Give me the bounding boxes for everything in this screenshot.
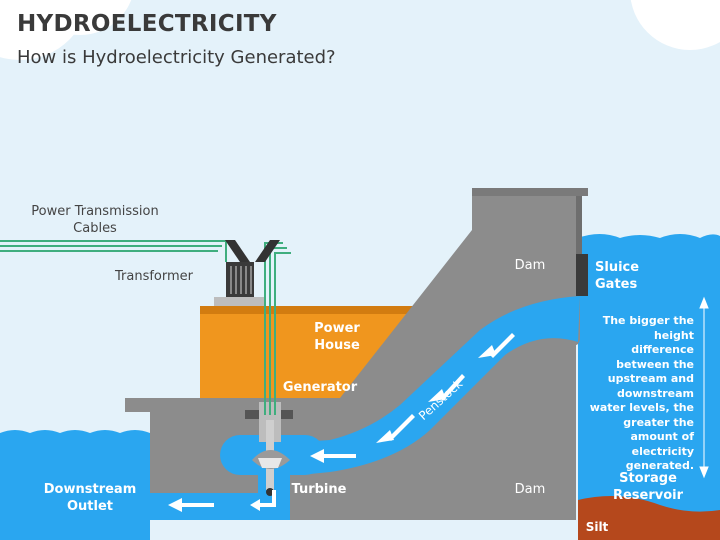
storage-reservoir-water bbox=[578, 234, 720, 540]
transformer-bracket bbox=[225, 240, 250, 262]
transformer-label: Transformer bbox=[114, 269, 193, 284]
cloud-icon bbox=[28, 0, 132, 35]
power-house-roof bbox=[200, 306, 422, 314]
storage-reservoir-label: Storage Reservoir bbox=[612, 471, 684, 503]
arrow-icon bbox=[168, 498, 182, 512]
arrow-icon bbox=[490, 333, 515, 358]
silt-layer bbox=[578, 496, 720, 540]
arrow-icon bbox=[376, 430, 394, 443]
dam-crest bbox=[472, 188, 588, 196]
transformer-bracket bbox=[255, 240, 280, 262]
height-difference-arrow bbox=[699, 296, 709, 479]
transformer-fins bbox=[230, 266, 252, 294]
arrow-icon bbox=[258, 503, 272, 507]
arrow-icon bbox=[440, 374, 465, 401]
silt-label: Silt bbox=[585, 520, 609, 534]
downstream-water bbox=[0, 430, 150, 540]
dam-label-top: Dam bbox=[514, 258, 546, 273]
arrow-icon bbox=[322, 454, 356, 458]
flow-arrows bbox=[168, 333, 515, 512]
sluice-gate bbox=[576, 254, 588, 296]
cloud-icon bbox=[630, 0, 720, 50]
arrow-icon bbox=[388, 414, 415, 441]
downstream-outlet-label: Downstream Outlet bbox=[43, 482, 137, 514]
arrow-icon bbox=[250, 499, 260, 511]
page-title: HYDROELECTRICITY bbox=[17, 11, 277, 37]
turbine-blade bbox=[258, 458, 282, 468]
arrow-icon bbox=[478, 345, 496, 358]
arrow-icon bbox=[310, 449, 324, 463]
page-subtitle: How is Hydroelectricity Generated? bbox=[17, 47, 336, 68]
sluice-gates-label: Sluice Gates bbox=[595, 260, 640, 292]
arrow-icon bbox=[182, 503, 214, 507]
height-difference-note: The bigger the height difference between… bbox=[589, 314, 694, 472]
generator-label: Generator bbox=[282, 380, 358, 395]
transformer-base bbox=[214, 297, 264, 306]
power-house-label: Power House bbox=[314, 321, 360, 353]
turbine-label: Turbine bbox=[291, 482, 347, 497]
power-cables-label: Power Transmission Cables bbox=[31, 204, 159, 236]
arrow-icon bbox=[272, 490, 276, 507]
dam-label-bottom: Dam bbox=[514, 482, 546, 497]
sluice-gate-rail bbox=[576, 196, 582, 254]
arrow-icon bbox=[428, 389, 446, 402]
